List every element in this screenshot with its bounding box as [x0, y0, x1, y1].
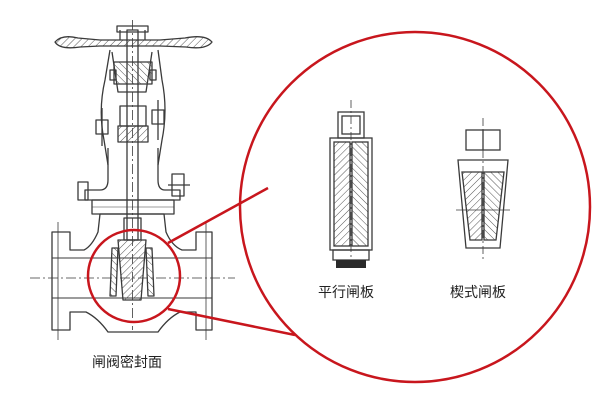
yoke-left: [100, 49, 111, 166]
handwheel: [54, 25, 213, 49]
connector-lower: [167, 307, 296, 337]
wedge-gate-label: 楔式闸板: [450, 285, 506, 301]
seal-highlight-circle: [86, 228, 182, 324]
parallel-gate-label: 平行闸板: [318, 285, 374, 301]
connector-upper: [167, 186, 269, 245]
gate-valve-body: [30, 20, 235, 340]
yoke-right: [157, 49, 166, 166]
gate-wedge: [117, 239, 147, 301]
wedge-gate: [456, 118, 510, 262]
callout: [86, 30, 592, 384]
valve-body: [51, 213, 213, 333]
zoom-circle: [238, 30, 592, 384]
parallel-gate: [329, 100, 373, 270]
main-caption: 闸阀密封面: [92, 355, 162, 371]
